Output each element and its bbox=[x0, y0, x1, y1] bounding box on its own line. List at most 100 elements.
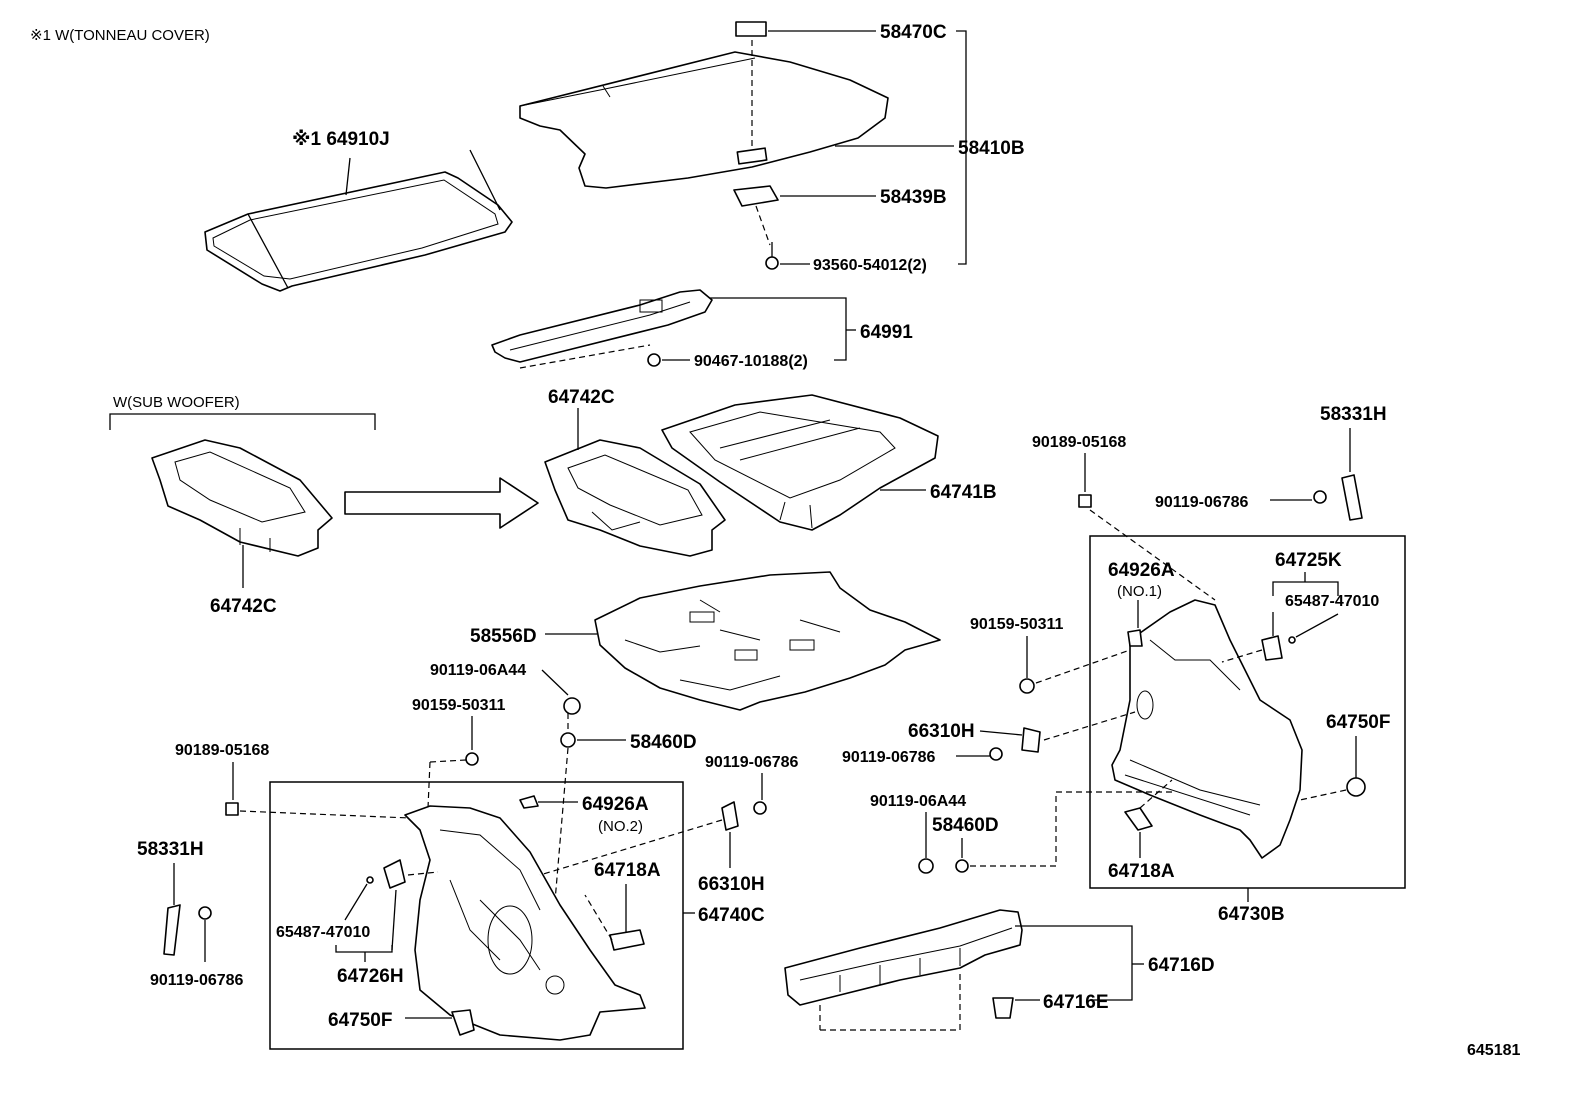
clip-64926A-no2 bbox=[519, 795, 539, 809]
bolt-90119-06786-center bbox=[753, 801, 767, 815]
clip-64750F-left bbox=[451, 1009, 475, 1036]
label-90119-06A44-left: 90119-06A44 bbox=[430, 662, 526, 679]
clip-90189-left bbox=[225, 802, 239, 816]
dash-64718A-left bbox=[584, 894, 613, 941]
bolt-90159-right bbox=[1019, 678, 1035, 694]
label-no1: (NO.1) bbox=[1117, 583, 1162, 600]
bracket-64726H bbox=[383, 859, 406, 889]
clip-64750F-right bbox=[1346, 777, 1366, 797]
label-90159-right: 90159-50311 bbox=[970, 616, 1064, 633]
label-64910J: ※1 64910J bbox=[292, 129, 390, 150]
label-64926A-no2: 64926A bbox=[582, 794, 649, 815]
label-64991: 64991 bbox=[860, 322, 913, 343]
label-93560: 93560-54012(2) bbox=[813, 257, 927, 274]
label-58556D: 58556D bbox=[470, 626, 537, 647]
label-90119-06786-left: 90119-06786 bbox=[150, 972, 244, 989]
label-64718A-right: 64718A bbox=[1108, 861, 1175, 882]
label-64750F-right: 64750F bbox=[1326, 712, 1390, 733]
label-58460D-left: 58460D bbox=[630, 732, 697, 753]
label-64750F-left: 64750F bbox=[328, 1010, 392, 1031]
label-64716D: 64716D bbox=[1148, 955, 1215, 976]
bracket-58439B bbox=[733, 185, 779, 207]
group-bracket-deck bbox=[956, 30, 967, 265]
box-64741B bbox=[661, 394, 939, 531]
clip-90119-06A44-right bbox=[918, 858, 934, 874]
label-90119-06786-mid: 90119-06786 bbox=[842, 749, 936, 766]
clip-64926A-no1 bbox=[1127, 629, 1143, 647]
deck-board-part bbox=[519, 51, 889, 189]
label-58460D-right: 58460D bbox=[932, 815, 999, 836]
label-no2: (NO.2) bbox=[598, 818, 643, 835]
dash-66310H-right bbox=[1043, 711, 1136, 741]
tray-64742C-left bbox=[151, 439, 333, 557]
label-90189-left: 90189-05168 bbox=[175, 742, 269, 759]
bracket-66310H-center bbox=[721, 801, 739, 831]
label-64926A-no1: 64926A bbox=[1108, 560, 1175, 581]
leader-64726H-b bbox=[391, 889, 397, 951]
dash-64991 bbox=[519, 344, 651, 369]
label-65487-left: 65487-47010 bbox=[276, 924, 370, 941]
clip-90119-06A44-left bbox=[563, 697, 581, 715]
label-90119-06786-right: 90119-06786 bbox=[1155, 494, 1249, 511]
bolt-90159-left bbox=[465, 752, 479, 766]
label-64740C: 64740C bbox=[698, 905, 765, 926]
leader-90119-06A44-left bbox=[541, 669, 569, 696]
dash-66310H-center bbox=[539, 819, 723, 876]
label-64742C-top: 64742C bbox=[548, 387, 615, 408]
floor-mat-58556D bbox=[594, 571, 941, 711]
dash-58460D-left bbox=[549, 747, 569, 961]
label-58470C: 58470C bbox=[880, 22, 947, 43]
screw-65487-left bbox=[366, 876, 374, 884]
label-64726H: 64726H bbox=[337, 966, 404, 987]
clip-64716E bbox=[992, 997, 1014, 1019]
label-64742C-left: 64742C bbox=[210, 596, 277, 617]
dash-64725K bbox=[1221, 649, 1263, 663]
label-66310H-center: 66310H bbox=[698, 874, 765, 895]
dash-64718A-right bbox=[1139, 779, 1173, 809]
trim-58331H-right bbox=[1341, 474, 1363, 521]
bracket-66310H-right bbox=[1021, 727, 1041, 753]
dash-90159-right bbox=[1035, 649, 1131, 684]
dash-90159-left-b bbox=[427, 761, 431, 809]
subwoofer-bracket bbox=[109, 413, 376, 430]
tray-64742C-center bbox=[544, 439, 726, 557]
tonneau-cover-part bbox=[204, 149, 513, 292]
leader-65487-left bbox=[344, 883, 368, 921]
group-bracket-64991 bbox=[710, 297, 847, 361]
label-64716E: 64716E bbox=[1043, 992, 1109, 1013]
label-90189-right: 90189-05168 bbox=[1032, 434, 1126, 451]
label-90119-06A44-right: 90119-06A44 bbox=[870, 793, 966, 810]
label-58439B: 58439B bbox=[880, 187, 947, 208]
dash-90189-right bbox=[1089, 509, 1216, 601]
label-58410B: 58410B bbox=[958, 138, 1025, 159]
side-trim-64730B bbox=[1111, 599, 1303, 859]
clip-90467 bbox=[647, 353, 661, 367]
bracket-64726H-group bbox=[335, 945, 393, 953]
screw-93560 bbox=[765, 242, 779, 270]
bolt-90119-06786-left bbox=[198, 906, 212, 920]
bolt-90119-06786-mid bbox=[989, 747, 1003, 761]
leader-66310H-right bbox=[979, 730, 1023, 736]
label-90159-left: 90159-50311 bbox=[412, 697, 506, 714]
clip-90189-right bbox=[1078, 494, 1092, 508]
leader-65487-right bbox=[1295, 613, 1339, 638]
trim-58331H-left bbox=[163, 904, 181, 956]
label-66310H-right: 66310H bbox=[908, 721, 975, 742]
label-64718A-left: 64718A bbox=[594, 860, 661, 881]
note-tonneau-cover: ※1 W(TONNEAU COVER) bbox=[30, 27, 210, 44]
label-58331H-right: 58331H bbox=[1320, 404, 1387, 425]
clip-58460D-left bbox=[560, 732, 576, 748]
leader-64910J bbox=[345, 157, 351, 196]
rail-64991-part bbox=[491, 289, 713, 363]
dash-64750F-right bbox=[1299, 789, 1347, 801]
scuff-plate-64716D bbox=[784, 909, 1023, 1006]
figure-id: 645181 bbox=[1467, 1042, 1520, 1059]
group-box-64740C bbox=[269, 781, 684, 1050]
dash-58439B bbox=[755, 205, 771, 246]
label-64741B: 64741B bbox=[930, 482, 997, 503]
dash-58460D-right bbox=[970, 791, 1172, 867]
label-58331H-left: 58331H bbox=[137, 839, 204, 860]
dash-64726H bbox=[407, 871, 439, 876]
side-trim-64740C bbox=[404, 805, 646, 1041]
